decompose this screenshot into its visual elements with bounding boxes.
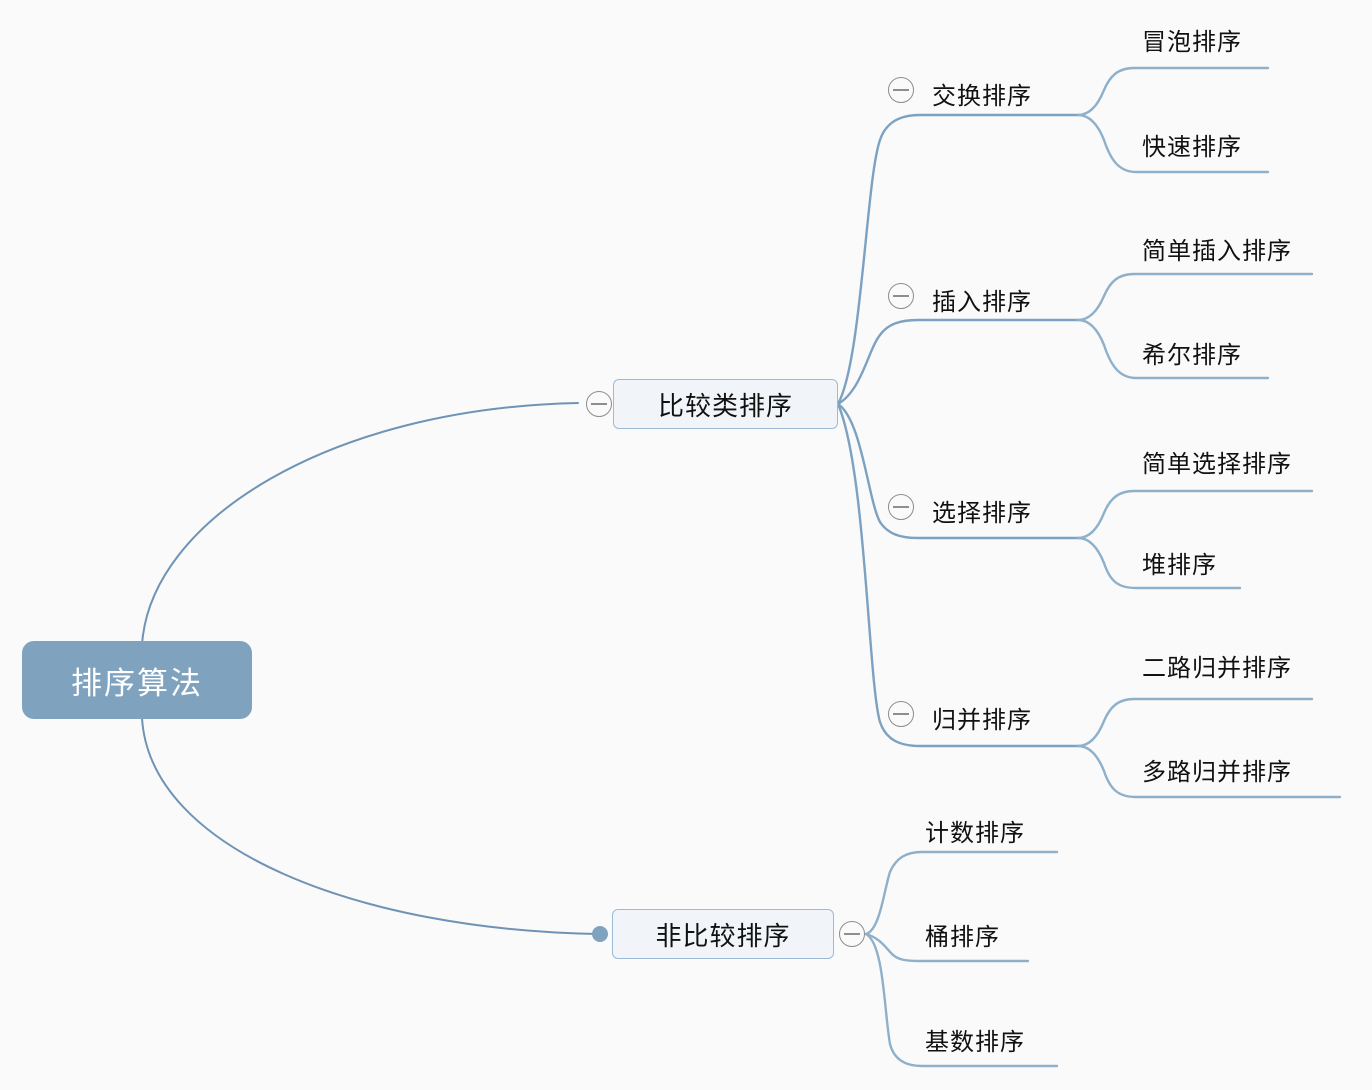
edge-merge-to-twoway [1076,697,1314,748]
edge-compare-to-exchange [836,113,1080,406]
leaf-shell-sort[interactable]: 希尔排序 [1142,343,1242,369]
toggle-exchange-sort[interactable] [888,77,914,103]
node-exchange-sort[interactable]: 交换排序 [932,84,1032,110]
noncompare-connection-dot [592,926,608,942]
leaf-simple-selection-sort[interactable]: 简单选择排序 [1142,452,1292,478]
node-merge-sort[interactable]: 归并排序 [932,708,1032,734]
toggle-comparison-sort[interactable] [586,391,612,417]
node-noncomparison-sort[interactable]: 非比较排序 [612,909,834,959]
leaf-bubble-sort[interactable]: 冒泡排序 [1142,30,1242,56]
edge-insert-to-simple-insert [1076,272,1314,322]
toggle-noncomparison-sort[interactable] [839,921,865,947]
node-comparison-sort[interactable]: 比较类排序 [613,379,838,429]
edge-root-to-compare [141,402,579,646]
leaf-multi-way-merge-sort[interactable]: 多路归并排序 [1142,760,1292,786]
root-node[interactable]: 排序算法 [22,641,252,719]
edge-root-to-noncompare [141,717,599,935]
leaf-simple-insertion-sort[interactable]: 简单插入排序 [1142,239,1292,265]
leaf-two-way-merge-sort[interactable]: 二路归并排序 [1142,656,1292,682]
leaf-counting-sort[interactable]: 计数排序 [925,821,1025,847]
edge-select-to-simple-select [1076,489,1314,540]
toggle-selection-sort[interactable] [888,494,914,520]
edge-exchange-to-bubble [1076,66,1270,117]
node-insertion-sort[interactable]: 插入排序 [932,290,1032,316]
leaf-bucket-sort[interactable]: 桶排序 [925,925,1000,951]
leaf-heap-sort[interactable]: 堆排序 [1142,553,1217,579]
toggle-insertion-sort[interactable] [888,283,914,309]
edge-compare-to-merge [836,402,1080,748]
leaf-quick-sort[interactable]: 快速排序 [1142,135,1242,161]
leaf-radix-sort[interactable]: 基数排序 [925,1030,1025,1056]
node-selection-sort[interactable]: 选择排序 [932,501,1032,527]
toggle-merge-sort[interactable] [888,701,914,727]
edge-compare-to-insert [836,318,1080,406]
